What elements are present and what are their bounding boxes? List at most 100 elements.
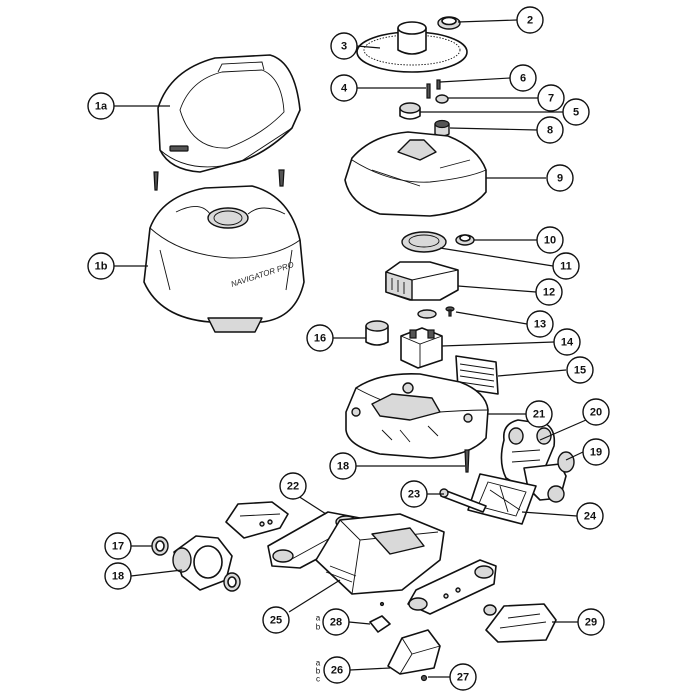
callout-17: 17 — [104, 532, 132, 560]
part-9-gearbox-cover — [344, 131, 487, 217]
callout-8: 8 — [536, 116, 564, 144]
callout-11: 11 — [552, 252, 580, 280]
callout-circle — [582, 398, 610, 426]
callout-circle — [582, 438, 610, 466]
callout-label: 18 — [112, 571, 124, 583]
callout-circle — [546, 164, 574, 192]
callout-circle — [87, 92, 115, 120]
part-16-bushing — [365, 320, 389, 346]
part-24-turbine-cover — [467, 473, 537, 525]
callout-label: 10 — [544, 235, 556, 247]
part-5-bushing — [399, 102, 421, 120]
part-2-small-gear — [437, 16, 461, 30]
part-1a-top-cover — [157, 54, 301, 173]
callout-label: 28 — [330, 617, 342, 629]
callout-circle — [537, 84, 565, 112]
callout-label: 22 — [287, 481, 299, 493]
callout-circle — [553, 328, 581, 356]
callout-24: 24 — [576, 502, 604, 530]
callout-label: 9 — [557, 173, 563, 185]
callout-circle — [330, 74, 358, 102]
callout-1b: 1b — [87, 252, 115, 280]
part-7-nut — [435, 94, 449, 104]
callout-18a: 18 — [329, 452, 357, 480]
part-22-side-pod — [225, 501, 289, 539]
callout-circle — [329, 452, 357, 480]
part-14-valve-block — [400, 309, 443, 369]
sub-letter-28a: a — [316, 614, 321, 623]
part-12-motor-housing — [385, 261, 459, 301]
callout-1a: 1a — [87, 92, 115, 120]
callout-label: 14 — [561, 337, 574, 349]
part-6-pin — [436, 79, 441, 90]
callout-13: 13 — [526, 310, 554, 338]
callout-14: 14 — [553, 328, 581, 356]
callout-circle — [536, 226, 564, 254]
callout-label: 13 — [534, 319, 546, 331]
callout-27: 27 — [449, 663, 477, 691]
callout-label: 16 — [314, 333, 326, 345]
callout-circle — [516, 6, 544, 34]
callout-circle — [322, 608, 350, 636]
callout-label: 19 — [590, 447, 602, 459]
sub-letter-26a: a — [316, 659, 321, 668]
part-8-cap — [434, 119, 450, 137]
sub-letter-28b: b — [316, 623, 321, 632]
callout-circle — [262, 606, 290, 634]
part-26-bracket — [387, 629, 441, 675]
part-3-large-gear — [356, 21, 468, 73]
callout-circle — [306, 324, 334, 352]
callout-16: 16 — [306, 324, 334, 352]
callout-circle — [330, 32, 358, 60]
part-1b-bottom-housing: NAVIGATOR PRO — [143, 185, 305, 333]
callout-bubbles: 1a1b234567891011121314151617181819202122… — [87, 6, 610, 691]
callout-circle — [566, 356, 594, 384]
part-18-screw-upper — [464, 449, 470, 473]
part-17-o-ring — [151, 536, 169, 556]
callout-label: 26 — [331, 665, 343, 677]
callout-label: 3 — [341, 41, 347, 53]
callout-label: 1a — [95, 101, 108, 113]
right-side-rail — [407, 559, 497, 615]
part-28-clip — [369, 615, 391, 633]
callout-label: 5 — [573, 107, 579, 119]
callout-label: 18 — [337, 461, 349, 473]
callout-26: 26 — [323, 656, 351, 684]
callout-18b: 18 — [104, 562, 132, 590]
part-25-chassis — [315, 513, 445, 595]
callout-circle — [449, 663, 477, 691]
callout-21: 21 — [525, 400, 553, 428]
part-29-front-pod — [485, 603, 557, 643]
callout-label: 8 — [547, 125, 553, 137]
callout-label: 24 — [584, 511, 597, 523]
callout-label: 2 — [527, 15, 533, 27]
callout-label: 1b — [95, 261, 108, 273]
callout-circle — [576, 502, 604, 530]
callout-circle — [577, 608, 605, 636]
sub-letter-26c: c — [316, 675, 320, 684]
callout-label: 11 — [560, 261, 572, 273]
callout-label: 4 — [341, 83, 348, 95]
callout-circle — [536, 116, 564, 144]
small-plug — [483, 604, 497, 616]
part-10-small-gear — [455, 234, 475, 246]
leader-lines — [114, 19, 587, 678]
part-13-screw — [445, 306, 455, 317]
callout-label: 15 — [574, 365, 586, 377]
callout-19: 19 — [582, 438, 610, 466]
callout-label: 6 — [520, 73, 526, 85]
callout-circle — [562, 98, 590, 126]
part-4-pin — [426, 83, 431, 99]
callout-label: 7 — [548, 93, 554, 105]
callout-label: 27 — [457, 672, 469, 684]
callout-label: 21 — [533, 409, 545, 421]
callout-3: 3 — [330, 32, 358, 60]
callout-25: 25 — [262, 606, 290, 634]
callout-circle — [279, 472, 307, 500]
callout-28: 28 — [322, 608, 350, 636]
callout-10: 10 — [536, 226, 564, 254]
part-27-screw — [420, 674, 428, 682]
callout-circle — [104, 562, 132, 590]
